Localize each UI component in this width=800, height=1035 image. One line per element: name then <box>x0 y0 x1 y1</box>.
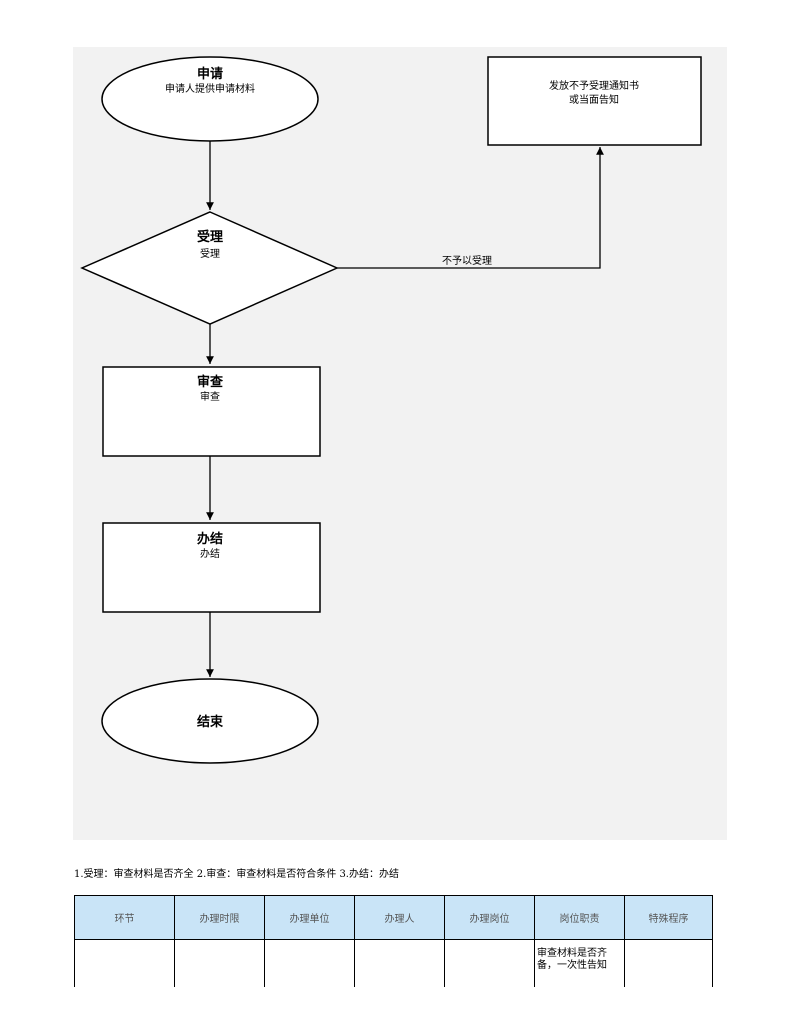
apply-subtitle: 申请人提供申请材料 <box>165 82 255 95</box>
header-time-limit: 办理时限 <box>174 895 265 940</box>
reject-label: 不予以受理 <box>442 255 492 267</box>
header-handling-unit: 办理单位 <box>264 895 355 940</box>
flowchart-panel: 申请 申请人提供申请材料 发放不予受理通知书 或当面告知 受理 受理 不予以受理… <box>73 47 727 840</box>
complete-title: 办结 <box>197 531 223 547</box>
complete-subtitle: 办结 <box>200 547 220 560</box>
flowchart: 申请 申请人提供申请材料 发放不予受理通知书 或当面告知 受理 受理 不予以受理… <box>80 56 702 764</box>
notice-line2: 或当面告知 <box>569 93 619 106</box>
accept-node <box>80 211 339 325</box>
review-subtitle: 审查 <box>200 390 220 403</box>
table-header-row: 环节 办理时限 办理单位 办理人 办理岗位 岗位职责 特殊程序 <box>74 895 713 940</box>
complete-node <box>102 522 321 613</box>
header-special-procedure: 特殊程序 <box>624 895 713 940</box>
page-cutoff <box>0 987 800 1035</box>
apply-title: 申请 <box>197 66 223 82</box>
end-title: 结束 <box>197 714 224 730</box>
end-node <box>101 678 319 764</box>
header-post: 办理岗位 <box>444 895 535 940</box>
notice-line1: 发放不予受理通知书 <box>549 79 639 92</box>
step-notes: 1.受理：审查材料是否齐全 2.审查：审查材料是否符合条件 3.办结：办结 <box>74 869 399 880</box>
header-duty: 岗位职责 <box>534 895 625 940</box>
review-title: 审查 <box>197 374 224 390</box>
arrow-reject-to-notice <box>337 147 604 269</box>
header-stage: 环节 <box>74 895 175 940</box>
header-handler: 办理人 <box>354 895 445 940</box>
accept-subtitle: 受理 <box>200 248 220 260</box>
review-node <box>102 366 321 457</box>
notice-box <box>487 56 702 146</box>
accept-title: 受理 <box>197 229 223 245</box>
